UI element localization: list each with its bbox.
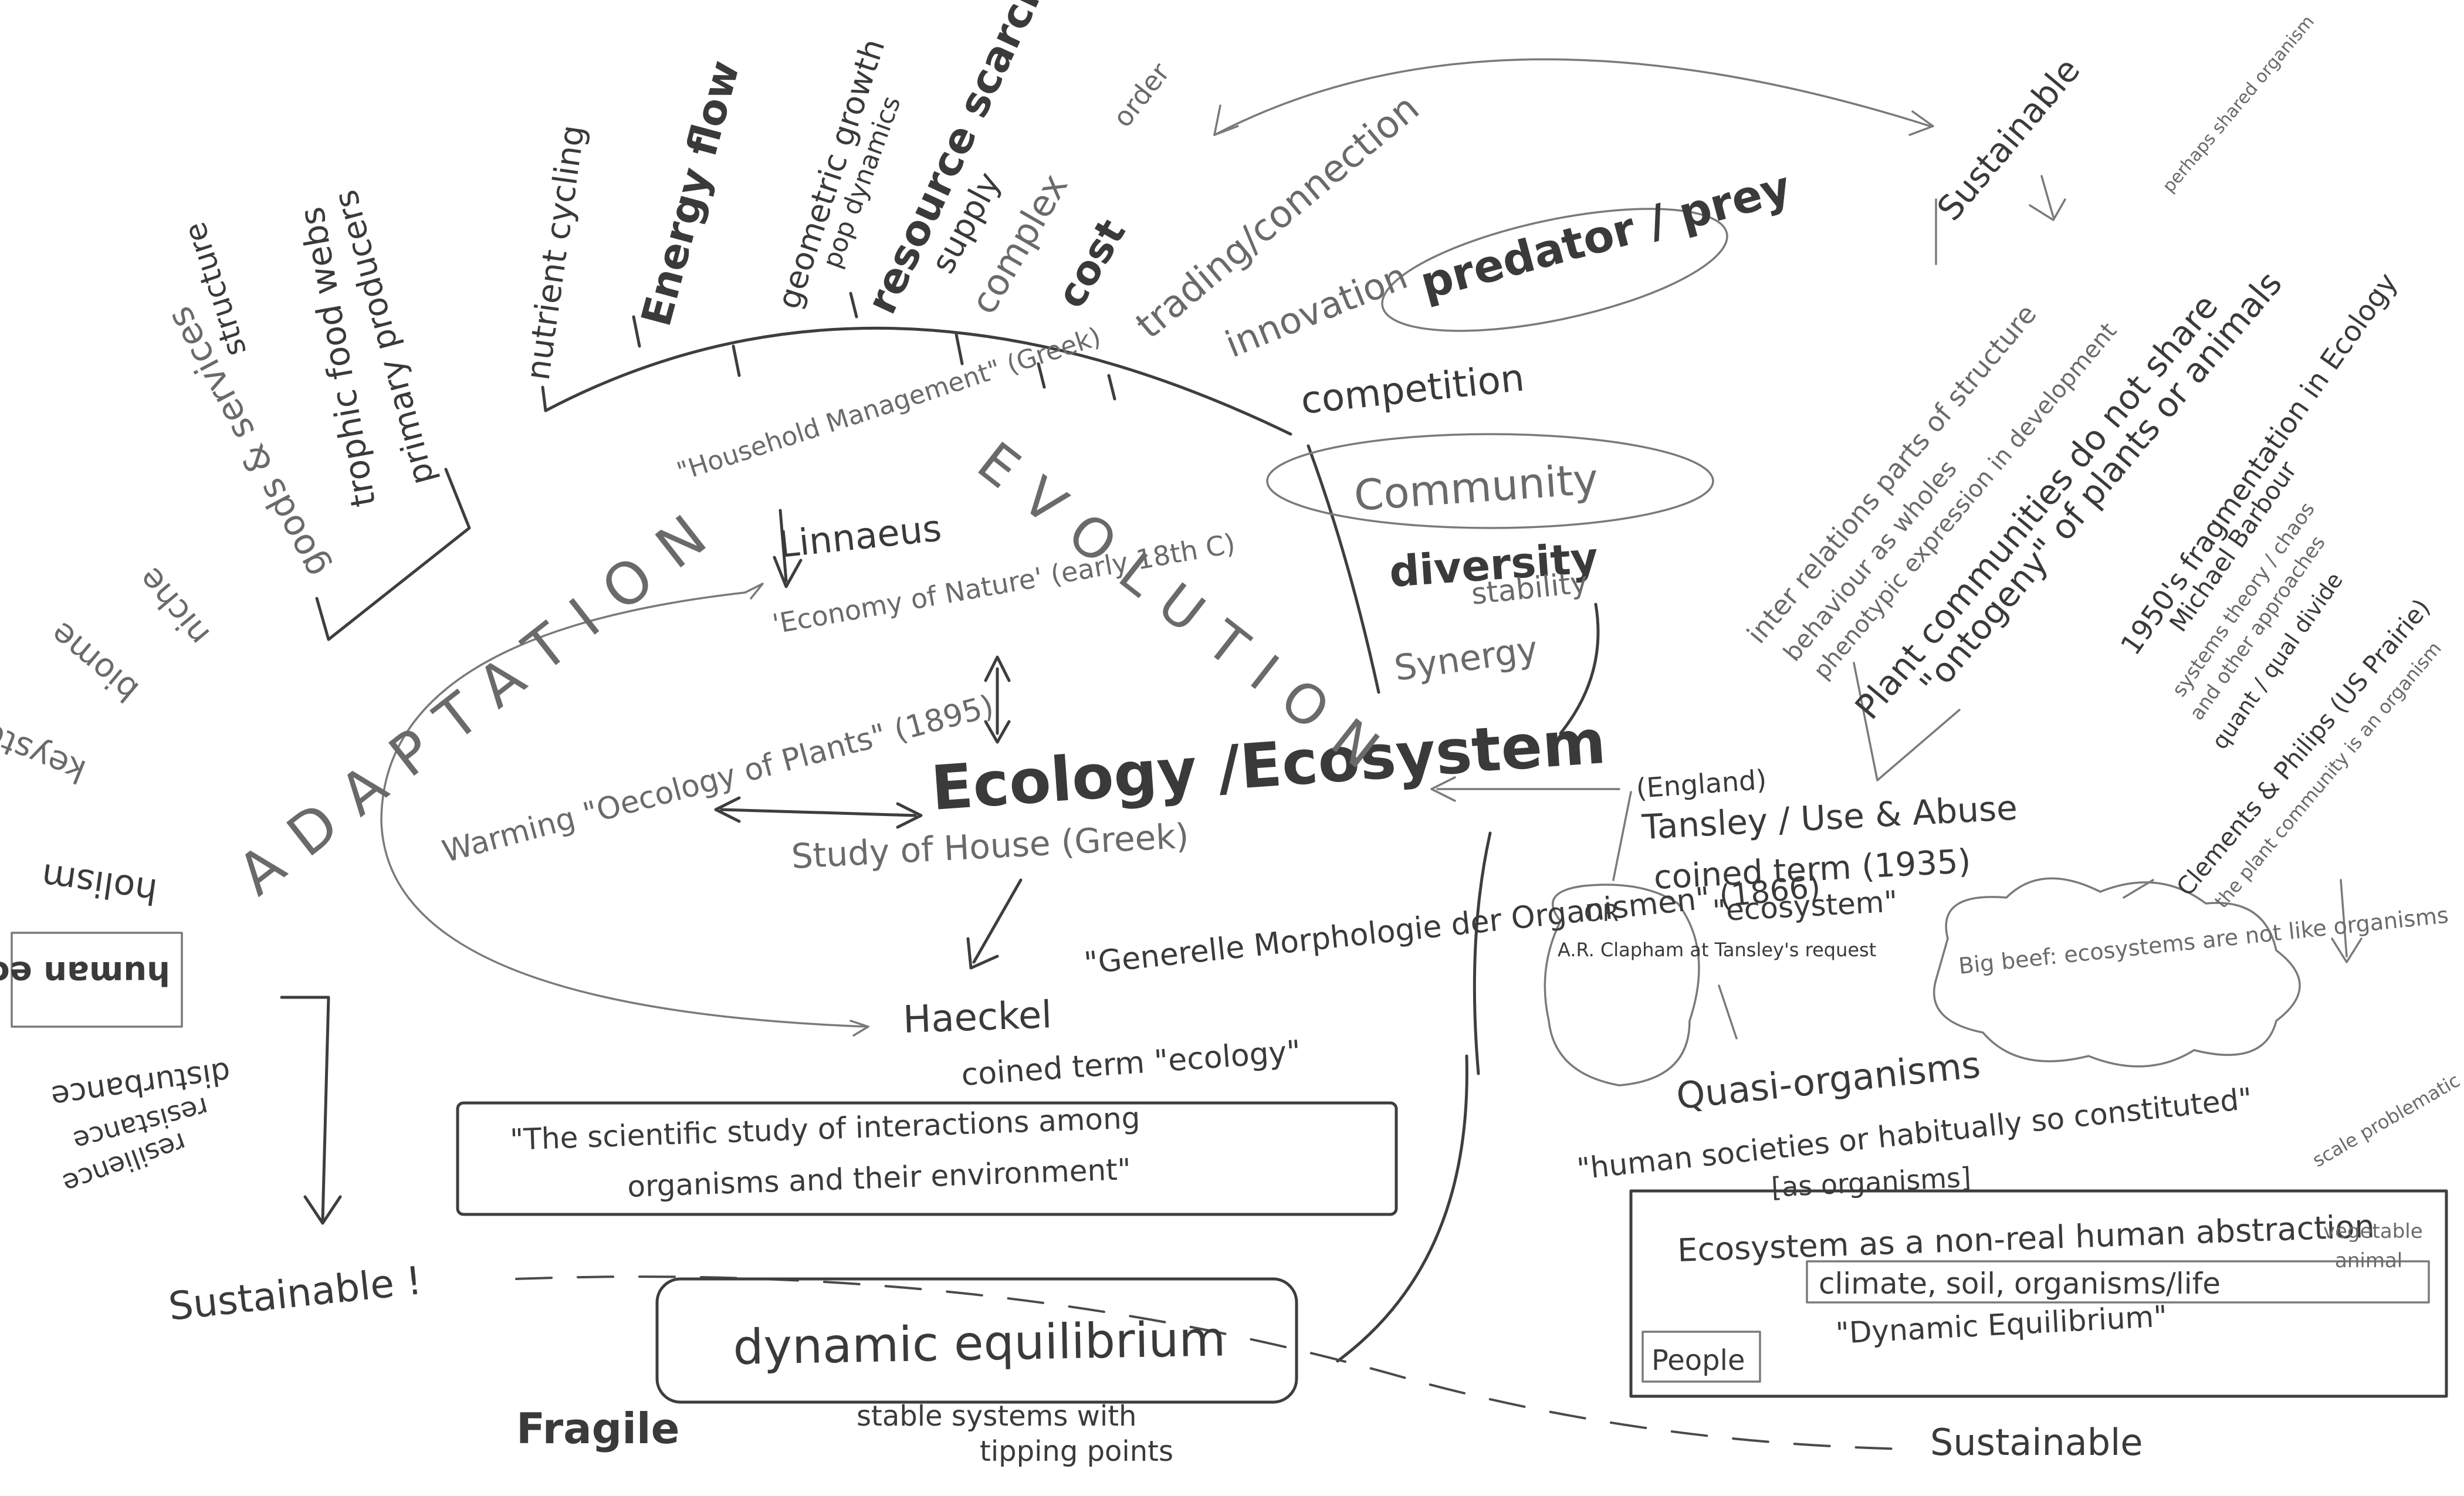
fan-term: order <box>1106 57 1176 133</box>
clapham-cloud <box>1544 884 1700 1087</box>
definition-box <box>456 1101 1398 1216</box>
linnaeus-label: Linnaeus <box>777 506 943 566</box>
fan-term: nutrient cycling <box>519 123 592 383</box>
scale-label: scale problematic <box>2309 1069 2464 1172</box>
predator-prey-label: predator / prey <box>1415 160 1796 309</box>
people-box <box>1641 1331 1761 1383</box>
plant-bracket <box>1853 662 1961 781</box>
abstraction-label: Ecosystem as a non-real human abstractio… <box>1677 1208 2375 1269</box>
evolution-arc-right <box>1307 444 1380 694</box>
ecology-loop <box>380 591 869 1028</box>
study-of-house: Study of House (Greek) <box>790 816 1190 876</box>
england-label: (England) <box>1635 764 1768 804</box>
synergy-label: Synergy <box>1392 628 1540 689</box>
sustainable-left: Sustainable ! <box>167 1258 424 1329</box>
ecology-title: Ecology /Ecosystem <box>929 706 1608 824</box>
adaptation-term: holism <box>39 855 160 912</box>
or-label: OR <box>1584 900 1619 927</box>
big-beef-cloud <box>1932 877 2301 1068</box>
clapham-label: A.R. Clapham at Tansley's request <box>1558 939 1876 961</box>
as-organisms: [as organisms] <box>1771 1161 1972 1203</box>
definition-line-1: "The scientific study of interactions am… <box>509 1101 1140 1157</box>
predator-prey-bubble <box>1381 208 1728 332</box>
boxes <box>11 208 2448 1404</box>
adaptation-term: keystone <box>0 699 91 790</box>
climate-box <box>1806 1260 2430 1304</box>
adaptation-terms: primary producers trophic food webs stru… <box>0 186 442 1200</box>
stable-systems-1: stable systems with <box>857 1400 1136 1433</box>
quasi-label: Quasi-organisms <box>1674 1043 1982 1118</box>
household-arrow <box>773 509 803 588</box>
fan-term: competition <box>1299 356 1527 423</box>
dynamic-equilibrium-quote: "Dynamic Equilibrium" <box>1835 1299 2168 1351</box>
evolution-arc <box>544 326 1292 436</box>
adaptation-term: biome <box>43 614 146 709</box>
human-ecology-box <box>11 932 183 1028</box>
community-ellipse <box>1266 433 1714 529</box>
note-plant-community: the plant community is an organism <box>2210 637 2446 912</box>
coined-ecology: coined term "ecology" <box>960 1034 1302 1093</box>
fan-term: Energy flow <box>632 56 749 331</box>
animal-label: animal <box>2335 1249 2402 1272</box>
tansley-section: (England) Tansley / Use & Abuse coined t… <box>1558 764 2450 1203</box>
dynamic-equilibrium-box <box>655 1277 1298 1404</box>
adaptation-term: niche <box>131 560 217 653</box>
note-perhaps: perhaps shared organism <box>2158 12 2319 197</box>
left-chevron <box>315 468 471 641</box>
haeckel-label: Haeckel <box>902 993 1052 1042</box>
note-fragmentation: 1950's fragmentation in Ecology <box>2114 267 2404 661</box>
vegetable-label: vegetable <box>2323 1220 2423 1243</box>
sustainable-right: Sustainable <box>1930 1421 2143 1464</box>
right-notes: inter relations parts of structure behav… <box>1741 12 2446 912</box>
people-label: People <box>1651 1344 1745 1377</box>
abstraction-box <box>1629 1189 2448 1398</box>
definition-line-2: organisms and their environment" <box>627 1152 1131 1204</box>
stable-systems-2: tipping points <box>980 1435 1173 1468</box>
big-beef-label: Big beef: ecosystems are not like organi… <box>1957 902 2449 979</box>
adaptation-term: human ecology <box>0 954 170 992</box>
dynamic-equilibrium-label: dynamic equilibrium <box>733 1311 1226 1376</box>
top-arrow <box>1213 58 1934 136</box>
fan-term: cost <box>1048 211 1135 316</box>
community-label: Community <box>1352 454 1600 520</box>
fragile-label: Fragile <box>516 1404 679 1453</box>
climate-label: climate, soil, organisms/life <box>1819 1267 2221 1301</box>
